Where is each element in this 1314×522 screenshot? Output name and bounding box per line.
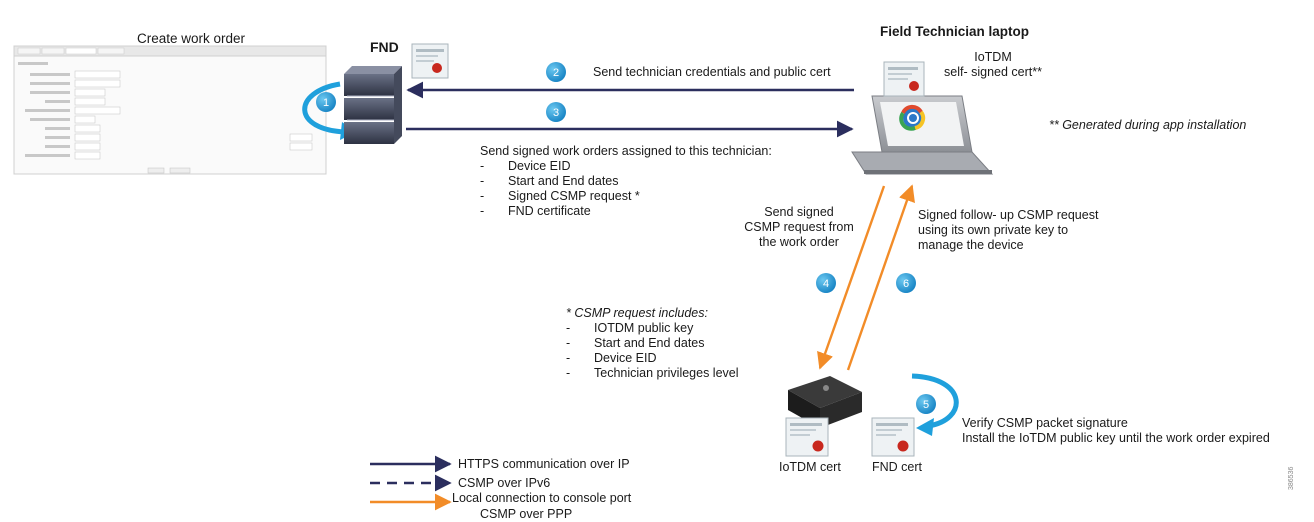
step6-line1: Signed follow- up CSMP request	[918, 208, 1099, 222]
step4-message: Send signed CSMP request from the work o…	[744, 205, 854, 250]
create-work-order-title: Create work order	[137, 31, 246, 46]
csmp-request-note: * CSMP request includes: -IOTDM public k…	[566, 306, 739, 381]
list-item: -Start and End dates	[566, 336, 705, 350]
step-badge-6: 6	[896, 273, 916, 293]
step3-header: Send signed work orders assigned to this…	[480, 144, 772, 158]
csmp-note-list: -IOTDM public key -Start and End dates -…	[566, 321, 739, 381]
step5-message: Verify CSMP packet signature Install the…	[962, 416, 1270, 446]
legend-local-label-line2: CSMP over PPP	[480, 507, 573, 521]
step4-line2: CSMP request from	[744, 220, 854, 234]
list-item: -Device EID	[566, 351, 657, 365]
iotdm-self-signed-cert-icon	[883, 61, 925, 97]
step4-line3: the work order	[759, 235, 839, 249]
step6-arrow	[846, 184, 915, 371]
step6-message: Signed follow- up CSMP request using its…	[918, 208, 1098, 253]
fnd-cert-icon	[871, 417, 915, 457]
step3-message: Send signed work orders assigned to this…	[480, 144, 772, 219]
list-item: -Technician privileges level	[566, 366, 739, 380]
list-item: -Signed CSMP request *	[480, 189, 640, 203]
step5-loop-arrow	[911, 373, 959, 436]
svg-text:1: 1	[323, 97, 329, 109]
laptop-icon	[851, 95, 994, 175]
step6-line3: manage the device	[918, 238, 1024, 252]
field-technician-laptop-title: Field Technician laptop	[880, 24, 1030, 39]
list-item: -Start and End dates	[480, 174, 619, 188]
svg-text:5: 5	[923, 399, 929, 411]
svg-text:3: 3	[553, 107, 559, 119]
step3-list: -Device EID -Start and End dates -Signed…	[480, 159, 772, 219]
work-order-form-screenshot	[13, 45, 327, 175]
laptop-cert-label: IoTDM self- signed cert**	[938, 50, 1048, 80]
legend-local-label-line1: Local connection to console port	[452, 491, 632, 505]
iotdm-cert-label: IoTDM cert	[779, 460, 841, 474]
csmp-note-header: * CSMP request includes:	[566, 306, 708, 320]
legend-csmp-ipv6-label: CSMP over IPv6	[458, 476, 551, 490]
list-item: -FND certificate	[480, 204, 591, 218]
step-badge-5: 5	[916, 394, 936, 414]
step-badge-4: 4	[816, 273, 836, 293]
step-badge-1: 1	[316, 92, 336, 112]
step-badge-3: 3	[546, 102, 566, 122]
step6-line2: using its own private key to	[918, 223, 1069, 237]
svg-text:4: 4	[823, 278, 829, 290]
figure-id: 386536	[1288, 466, 1295, 490]
step5-line2: Install the IoTDM public key until the w…	[962, 431, 1270, 445]
legend-https-label: HTTPS communication over IP	[458, 457, 630, 471]
svg-text:6: 6	[903, 278, 909, 290]
laptop-cert-label-line1: IoTDM	[974, 50, 1012, 64]
step4-arrow	[817, 185, 886, 370]
fnd-cert-label: FND cert	[872, 460, 922, 474]
step2-message: Send technician credentials and public c…	[593, 65, 831, 79]
iotdm-cert-icon	[785, 417, 829, 457]
step4-line1: Send signed	[764, 205, 834, 219]
fnd-server-icon	[344, 66, 402, 144]
svg-text:2: 2	[553, 67, 559, 79]
list-item: -Device EID	[480, 159, 571, 173]
laptop-cert-label-line2: self- signed cert**	[944, 65, 1042, 79]
step5-line1: Verify CSMP packet signature	[962, 416, 1128, 430]
step-badge-2: 2	[546, 62, 566, 82]
laptop-footnote: ** Generated during app installation	[1049, 118, 1247, 132]
fnd-certificate-icon	[411, 43, 449, 79]
fnd-title: FND	[370, 39, 399, 55]
list-item: -IOTDM public key	[566, 321, 694, 335]
